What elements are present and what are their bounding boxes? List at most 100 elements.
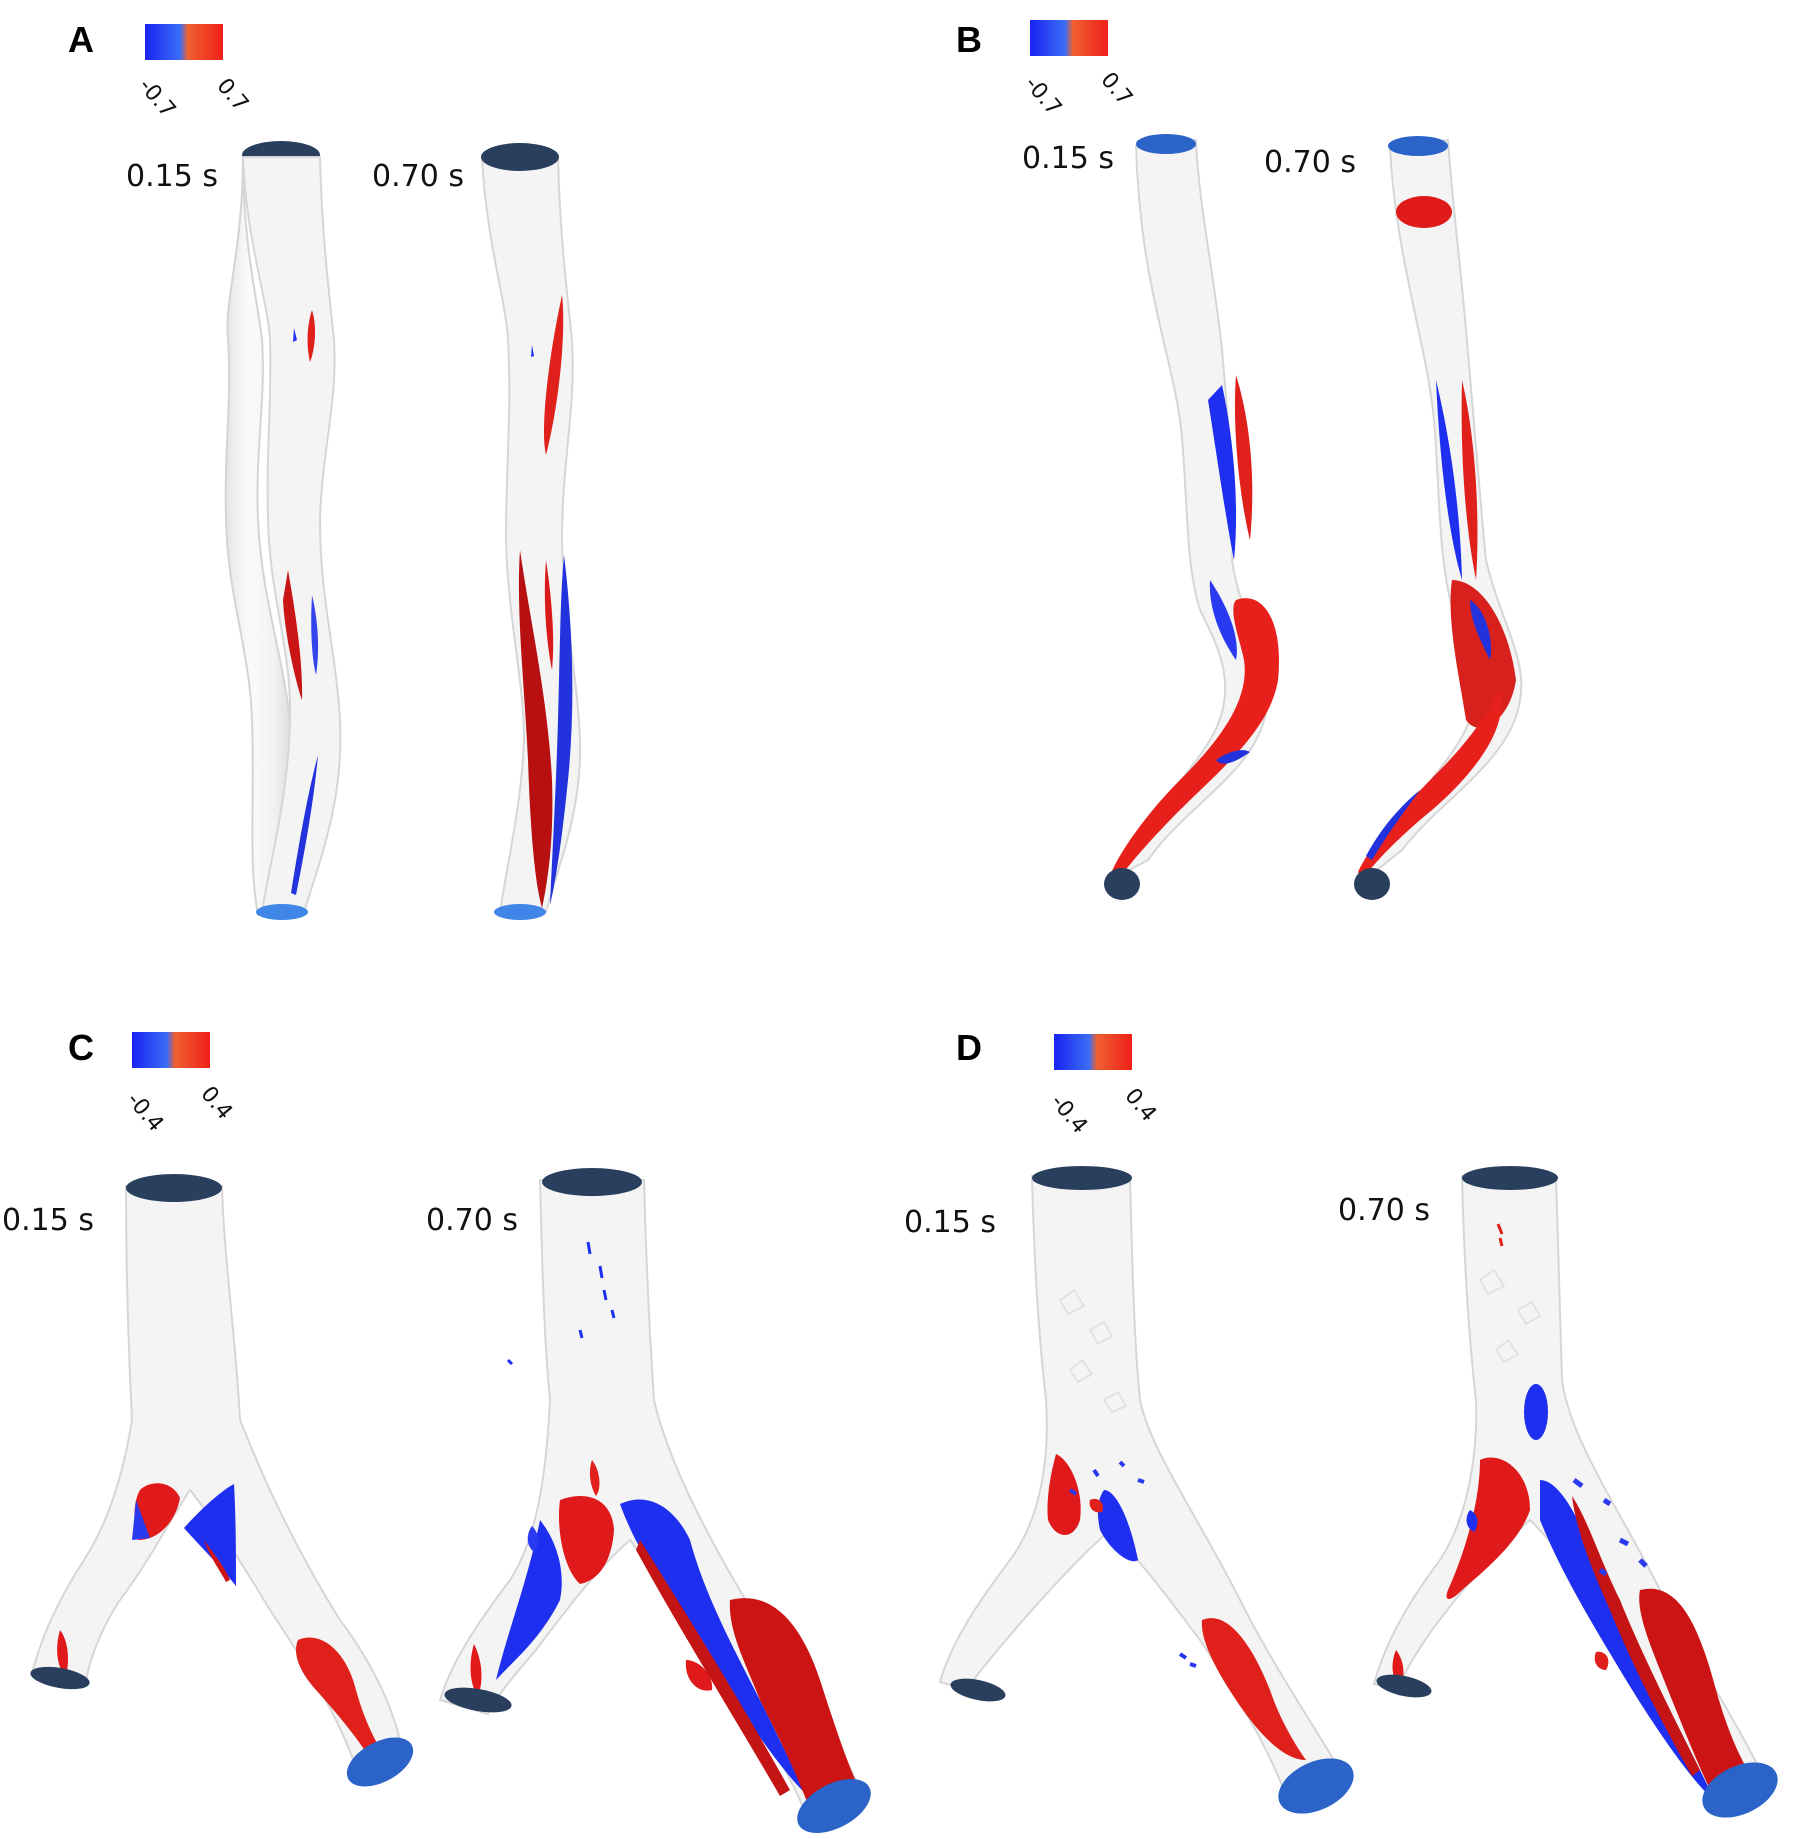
outlet-cap	[256, 904, 308, 920]
positive-isosurface	[1234, 375, 1253, 540]
positive-isosurface	[518, 550, 553, 908]
panel-label-b: B	[956, 19, 982, 60]
outlet-cap	[797, 1778, 871, 1834]
inlet-cap	[1032, 1166, 1132, 1190]
colorbar-swatch	[145, 24, 223, 60]
positive-isosurface	[307, 310, 316, 362]
positive-isosurface	[1089, 1498, 1104, 1513]
colorbar-max-label: 0.4	[195, 1082, 237, 1125]
colorbar-max-label: 0.4	[1119, 1084, 1161, 1127]
negative-isosurface	[506, 1358, 514, 1366]
colorbar-b: -0.7 0.7	[1019, 20, 1137, 121]
positive-isosurface	[636, 1540, 790, 1796]
outlet-cap	[30, 1666, 90, 1690]
vessel-model	[1372, 1166, 1778, 1818]
time-label: 0.15 s	[126, 159, 218, 194]
outlet-cap	[1104, 868, 1140, 900]
stent-texture	[1478, 1268, 1542, 1364]
panel-a: A -0.7 0.7 0.15 s 0.70 s	[68, 19, 582, 920]
inlet-cap	[126, 1174, 222, 1202]
time-label: 0.70 s	[426, 1203, 518, 1238]
negative-isosurface	[311, 595, 319, 675]
negative-isosurface	[1524, 1384, 1548, 1440]
vessel-model	[480, 143, 582, 920]
negative-isosurface	[1366, 790, 1420, 860]
positive-isosurface	[1594, 1651, 1609, 1670]
inlet-cap	[1388, 136, 1448, 156]
outlet-cap	[1278, 1758, 1354, 1814]
positive-isosurface	[134, 1483, 180, 1540]
panel-b: B -0.7 0.7 0.15 s 0.70 s	[956, 19, 1523, 900]
outlet-cap	[1354, 868, 1390, 900]
colorbar-swatch	[132, 1032, 210, 1068]
inlet-cap	[1136, 134, 1196, 154]
positive-isosurface	[204, 1540, 230, 1582]
outlet-cap	[950, 1678, 1006, 1702]
positive-isosurface	[1358, 690, 1502, 880]
negative-isosurface	[620, 1499, 808, 1796]
negative-isosurface	[527, 1526, 539, 1552]
negative-isosurface	[496, 1520, 562, 1680]
colorbar-a: -0.7 0.7	[133, 24, 253, 123]
inlet-cap	[1462, 1166, 1558, 1190]
inlet-cap	[481, 143, 559, 171]
negative-isosurface	[1178, 1652, 1197, 1668]
negative-isosurface	[1216, 750, 1250, 764]
time-label: 0.15 s	[1022, 141, 1114, 176]
colorbar-max-label: 0.7	[211, 74, 253, 117]
vessel-model	[1104, 134, 1279, 900]
time-label: 0.70 s	[1264, 145, 1356, 180]
negative-isosurface	[293, 328, 297, 342]
negative-isosurface	[1097, 1490, 1138, 1562]
positive-isosurface	[1201, 1618, 1306, 1760]
panel-label-c: C	[68, 1027, 94, 1068]
colorbar-min-label: -0.7	[1019, 72, 1066, 121]
positive-isosurface	[1047, 1454, 1081, 1535]
positive-isosurface	[1110, 598, 1279, 880]
vessel-model	[938, 1166, 1354, 1814]
positive-isosurface	[1496, 1223, 1504, 1247]
vessel-model	[1354, 136, 1523, 900]
colorbar-min-label: -0.4	[121, 1088, 168, 1137]
colorbar-d: -0.4 0.4	[1045, 1034, 1161, 1139]
negative-isosurface	[132, 1500, 150, 1540]
time-label: 0.15 s	[2, 1203, 94, 1238]
inlet-cap	[542, 1168, 642, 1196]
negative-isosurface	[291, 755, 318, 895]
positive-isosurface	[1461, 380, 1478, 580]
vessel-model	[30, 1174, 414, 1787]
positive-isosurface	[1639, 1588, 1756, 1802]
panel-c: C -0.4 0.4 0.15 s 0.70 s	[2, 1027, 871, 1834]
negative-isosurface	[1208, 385, 1237, 560]
negative-isosurface	[531, 345, 534, 357]
stent-texture	[1058, 1288, 1128, 1414]
negative-isosurface	[1068, 1460, 1145, 1496]
positive-isosurface	[470, 1644, 482, 1696]
colorbar-max-label: 0.7	[1095, 68, 1137, 111]
time-label: 0.15 s	[904, 1205, 996, 1240]
positive-isosurface	[1396, 196, 1452, 228]
outlet-cap	[1702, 1762, 1778, 1818]
vessel-model	[438, 1168, 871, 1834]
positive-isosurface	[543, 295, 564, 455]
colorbar-min-label: -0.7	[133, 74, 180, 123]
negative-isosurface	[1572, 1478, 1648, 1577]
negative-isosurface	[1466, 1510, 1478, 1532]
negative-isosurface	[184, 1484, 236, 1586]
outlet-cap	[1376, 1674, 1432, 1698]
negative-isosurface	[1470, 600, 1492, 660]
time-label: 0.70 s	[372, 159, 464, 194]
outlet-cap	[444, 1687, 512, 1713]
colorbar-swatch	[1030, 20, 1108, 56]
outlet-cap	[494, 904, 546, 920]
colorbar-c: -0.4 0.4	[121, 1032, 237, 1137]
colorbar-min-label: -0.4	[1045, 1090, 1092, 1139]
panel-label-d: D	[956, 1027, 982, 1068]
negative-isosurface	[578, 1241, 616, 1339]
positive-isosurface	[544, 560, 554, 670]
positive-isosurface	[1572, 1496, 1700, 1776]
positive-isosurface	[57, 1630, 68, 1676]
outlet-cap	[346, 1737, 414, 1787]
colorbar-swatch	[1054, 1034, 1132, 1070]
